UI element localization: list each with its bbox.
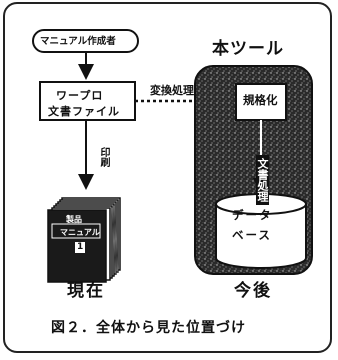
database-label-line1: データ: [232, 208, 273, 222]
manual-cover-subtitle: マニュアル: [60, 228, 100, 237]
standardization-box: [235, 83, 287, 121]
doc-processing-label: 文書処理: [256, 155, 269, 205]
wordprocessor-box: [39, 81, 136, 121]
wordprocessor-label-line1: ワープロ: [56, 89, 104, 102]
manual-stack: [47, 197, 121, 283]
database-label-line2: ベース: [232, 228, 272, 242]
manual-cover-number: 1: [75, 242, 86, 253]
figure-frame: [3, 2, 332, 353]
conversion-label: 変換処理: [150, 84, 194, 97]
database-cylinder: [215, 204, 307, 269]
author-label: マニュアル作成者: [40, 36, 116, 47]
printing-label: 印刷: [98, 147, 109, 167]
current-label: 現在: [67, 281, 105, 301]
manual-cover-title: 製品: [66, 215, 82, 224]
figure-caption: 図２．全体から見た位置づけ: [51, 320, 246, 336]
standardization-label: 規格化: [243, 93, 278, 107]
future-label: 今後: [234, 281, 272, 301]
tool-title: 本ツール: [212, 39, 284, 59]
wordprocessor-label-line2: 文書ファイル: [48, 105, 120, 118]
